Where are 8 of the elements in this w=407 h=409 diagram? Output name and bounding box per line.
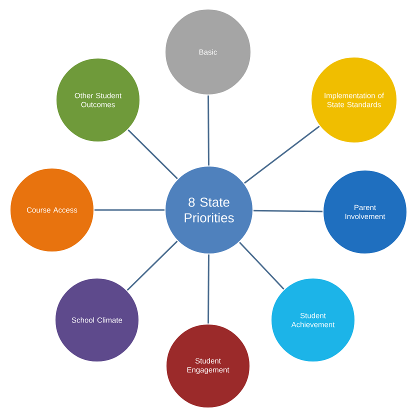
connector-line bbox=[244, 126, 320, 184]
connector-line bbox=[239, 242, 284, 290]
connector-line bbox=[253, 210, 323, 212]
connector-line bbox=[208, 95, 210, 166]
connector-line bbox=[94, 209, 164, 211]
connector-line bbox=[128, 129, 178, 180]
connector-line bbox=[208, 254, 210, 324]
connector-line bbox=[126, 240, 178, 291]
